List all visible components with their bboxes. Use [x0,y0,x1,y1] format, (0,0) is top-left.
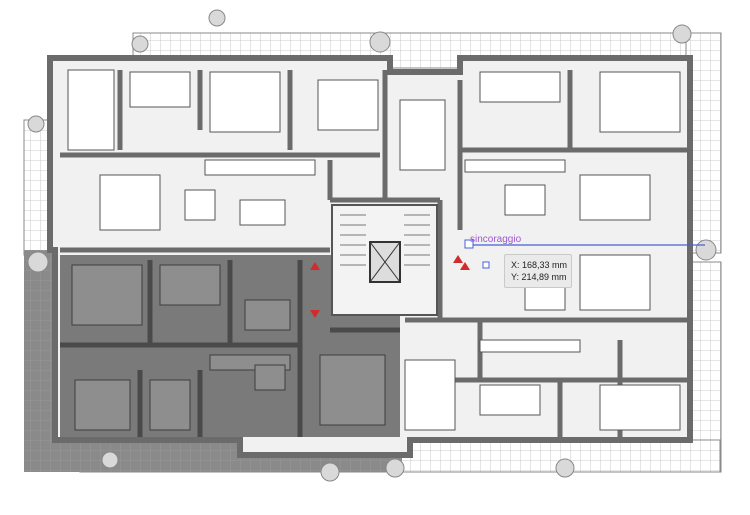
furniture-top-right [399,71,681,221]
plant-icons [27,9,717,482]
furniture-dark-unit [71,264,386,431]
cursor-coordinates-readout: X: 168,33 mm Y: 214,89 mm [504,254,572,288]
red-markers [310,255,470,318]
snap-label: sincoraggio [470,234,522,245]
furniture-top-left [67,69,379,231]
furniture-bottom-right [404,254,681,431]
stair-core [331,204,438,316]
coordinate-y: Y: 214,89 mm [511,272,567,282]
snap-guide [464,239,705,269]
coordinate-x: X: 168,33 mm [511,260,568,270]
